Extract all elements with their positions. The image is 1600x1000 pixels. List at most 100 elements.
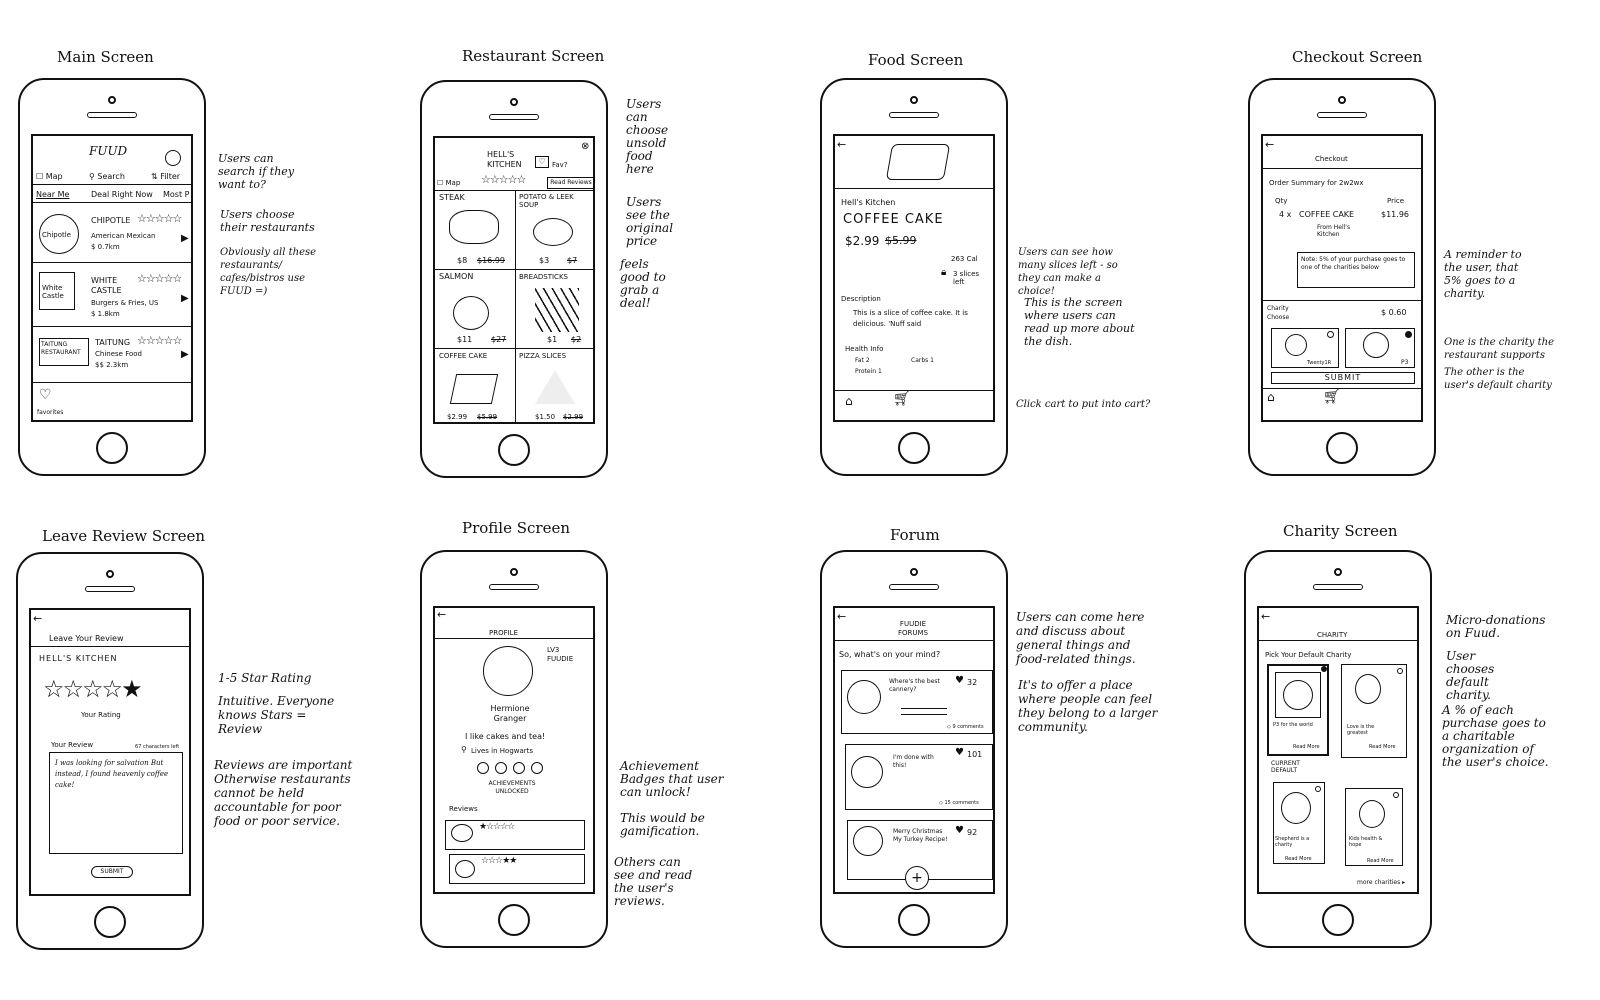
food-item-name[interactable]: SALMON — [439, 272, 474, 281]
home-button[interactable] — [94, 906, 126, 938]
note-review-3: Reviews are important Otherwise restaura… — [214, 758, 353, 828]
profile-icon[interactable] — [165, 150, 181, 166]
back-arrow-icon[interactable]: ← — [33, 612, 43, 625]
charity-logo-mark — [1283, 680, 1313, 710]
radio-button[interactable] — [1327, 331, 1334, 338]
note-charity-1: Micro-donations on Fuud. — [1446, 613, 1546, 640]
charity-name: P3 for the world — [1273, 722, 1313, 728]
charity-screen: ← CHARITY Pick Your Default Charity P3 f… — [1257, 606, 1419, 894]
review-card[interactable] — [449, 854, 585, 884]
note-charity-3: A % of each purchase goes to a charitabl… — [1442, 703, 1549, 769]
forum-post[interactable] — [841, 670, 993, 734]
food-item-name[interactable]: BREADSTICKS — [519, 273, 568, 281]
back-arrow-icon[interactable]: ← — [1265, 138, 1275, 151]
order-qty: 4 x — [1279, 210, 1292, 219]
close-icon[interactable]: ⊗ — [581, 141, 590, 152]
cart-icon[interactable]: 🛒︎ — [893, 391, 911, 407]
charity-card[interactable] — [1345, 788, 1403, 866]
back-arrow-icon[interactable]: ← — [1261, 610, 1271, 623]
speaker — [910, 96, 918, 104]
charity-option-2[interactable] — [1345, 328, 1415, 368]
read-more-link[interactable]: Read More — [1293, 744, 1320, 750]
post-text-placeholder — [901, 714, 947, 715]
favorite-button[interactable]: ♡ — [535, 156, 549, 168]
charity-card[interactable] — [1341, 664, 1407, 758]
map-link[interactable]: ☐ Map — [437, 179, 461, 187]
chevron-right-icon: ▶ — [181, 349, 189, 360]
home-button[interactable] — [96, 432, 128, 464]
read-more-link[interactable]: Read More — [1367, 858, 1394, 864]
radio-button-selected[interactable] — [1405, 331, 1412, 338]
charity-name: P3 — [1401, 359, 1409, 366]
comment-count[interactable]: ◇ 9 comments — [947, 724, 984, 730]
review-textarea[interactable] — [49, 752, 183, 854]
review-label: Your Review — [51, 741, 94, 749]
charity-option-1[interactable] — [1271, 328, 1339, 368]
charity-card[interactable] — [1273, 782, 1325, 864]
charity-card-selected[interactable] — [1267, 664, 1329, 756]
note-review-2: Intuitive. Everyone knows Stars = Review — [218, 694, 335, 736]
star-rating-input[interactable]: ☆☆☆☆★ — [43, 675, 143, 703]
food-old-price: $16.99 — [477, 256, 505, 265]
review-screen: ← Leave Your Review HELL'S KITCHEN ☆☆☆☆★… — [29, 608, 191, 896]
heart-icon[interactable]: ♥ — [955, 747, 964, 758]
achievements-label: ACHIEVEMENTS UNLOCKED — [488, 780, 536, 795]
heart-icon[interactable]: ♥ — [955, 675, 964, 686]
earpiece — [489, 584, 539, 590]
filter-link[interactable]: ⇅ Filter — [151, 172, 181, 181]
phone-review: ← Leave Your Review HELL'S KITCHEN ☆☆☆☆★… — [16, 552, 204, 950]
forum-prompt[interactable]: So, what's on your mind? — [839, 650, 941, 659]
tab-near-me[interactable]: Near Me — [36, 190, 70, 199]
radio-button[interactable] — [1315, 786, 1321, 792]
review-card[interactable] — [445, 820, 585, 850]
phone-forum: ← FUUDIE FORUMS So, what's on your mind?… — [820, 550, 1008, 948]
map-link[interactable]: ☐ Map — [36, 172, 63, 181]
caption-forum-screen: Forum — [890, 526, 940, 544]
more-charities-link[interactable]: more charities ▸ — [1357, 879, 1406, 886]
heart-icon[interactable]: ♥ — [955, 825, 964, 836]
restaurant-logo — [39, 214, 79, 254]
heart-icon[interactable]: ♡ — [39, 387, 52, 403]
home-button[interactable] — [498, 904, 530, 936]
food-item-name[interactable]: COFFEE CAKE — [439, 352, 488, 360]
order-item: COFFEE CAKE — [1299, 210, 1355, 219]
speaker — [510, 568, 518, 576]
comment-count[interactable]: ◇ 15 comments — [939, 800, 979, 806]
add-post-button[interactable]: + — [905, 866, 929, 890]
food-price: $8 — [457, 256, 468, 265]
home-button[interactable] — [898, 904, 930, 936]
tab-most-popular[interactable]: Most P — [163, 190, 190, 199]
post-likes: 92 — [967, 828, 978, 837]
submit-button[interactable]: SUBMIT — [91, 866, 133, 878]
earpiece — [489, 114, 539, 120]
back-arrow-icon[interactable]: ← — [837, 138, 847, 151]
food-item-name[interactable]: STEAK — [439, 193, 465, 202]
cart-icon[interactable]: 🛒︎ — [1323, 389, 1341, 405]
read-reviews-button[interactable]: Read Reviews — [547, 177, 593, 189]
search-link[interactable]: ⚲ Search — [89, 172, 125, 181]
comment-text: 15 comments — [944, 800, 979, 806]
radio-button[interactable] — [1393, 792, 1399, 798]
home-icon[interactable]: ⌂ — [1267, 390, 1275, 404]
food-item-name[interactable]: POTATO & LEEK SOUP — [519, 193, 574, 209]
charity-name: Love is the greatest — [1347, 724, 1375, 736]
forum-post[interactable] — [845, 744, 993, 810]
home-button[interactable] — [1322, 904, 1354, 936]
badge-icon — [477, 762, 489, 774]
food-item-name[interactable]: PIZZA SLICES — [519, 352, 567, 360]
home-icon[interactable]: ⌂ — [845, 394, 853, 408]
current-default-label: CURRENT DEFAULT — [1271, 760, 1300, 774]
order-summary: Order Summary for 2w2wx — [1269, 179, 1364, 187]
read-more-link[interactable]: Read More — [1285, 856, 1312, 862]
home-button[interactable] — [498, 434, 530, 466]
tab-deal-right-now[interactable]: Deal Right Now — [91, 190, 153, 199]
back-arrow-icon[interactable]: ← — [837, 610, 847, 623]
divider — [1259, 640, 1417, 641]
home-button[interactable] — [898, 432, 930, 464]
home-button[interactable] — [1326, 432, 1358, 464]
submit-button[interactable]: SUBMIT — [1271, 372, 1415, 384]
charity-logo — [1363, 332, 1389, 358]
back-arrow-icon[interactable]: ← — [437, 608, 447, 621]
read-more-link[interactable]: Read More — [1369, 744, 1396, 750]
radio-button[interactable] — [1397, 668, 1403, 674]
